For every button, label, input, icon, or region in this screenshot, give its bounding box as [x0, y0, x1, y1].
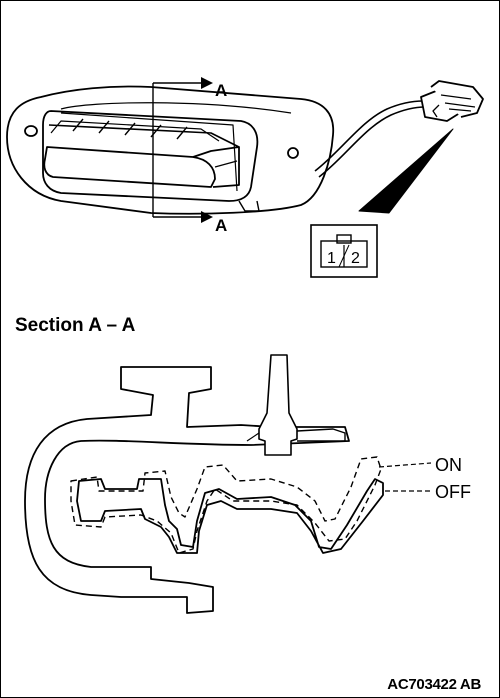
switch-assembly [6, 80, 484, 215]
contact-on-position [70, 456, 382, 554]
connector-pinout [310, 224, 378, 278]
state-label-off: OFF [435, 482, 471, 502]
mounting-hole-right [287, 147, 299, 159]
switch-cable [314, 100, 424, 172]
section-view [24, 354, 432, 614]
mounting-hole-left [24, 125, 38, 137]
figure-id: AC703422 AB [387, 676, 481, 693]
arrow-bottom [201, 211, 213, 223]
pin-label-1: 1 [327, 250, 336, 267]
pin-label-2: 2 [351, 250, 360, 267]
connector-leader [358, 128, 454, 214]
pivot-stem [258, 354, 298, 456]
state-label-on: ON [435, 455, 462, 475]
section-marker-bottom: A [215, 216, 227, 235]
arrow-top [201, 77, 213, 89]
section-marker-top: A [215, 81, 227, 100]
section-cut-indicator [152, 77, 213, 223]
switch-knob [43, 146, 216, 188]
on-leader [378, 462, 432, 468]
cable-connector [420, 80, 484, 122]
housing-section [24, 366, 350, 614]
contact-off-position [76, 478, 384, 554]
section-title: Section A – A [15, 315, 136, 336]
